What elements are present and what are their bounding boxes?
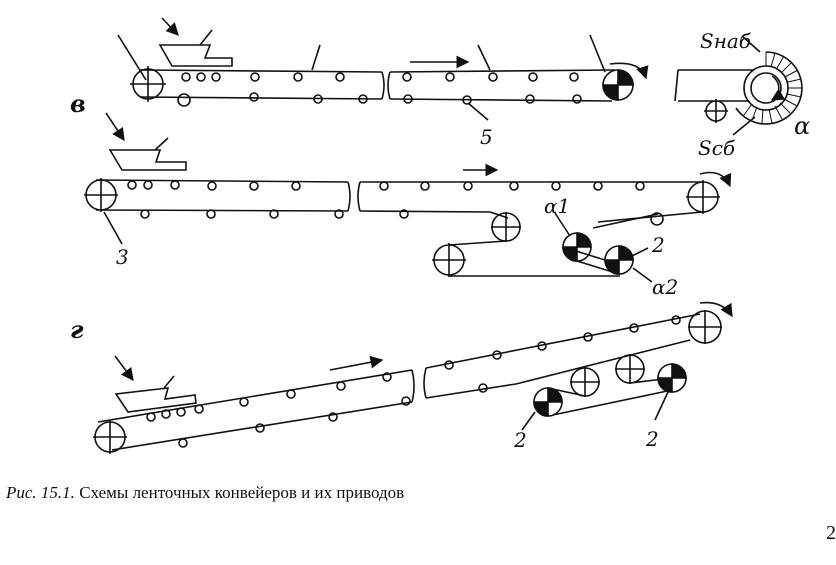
- label-s-nab: Sнаб: [700, 29, 752, 53]
- label-alpha2: α2: [652, 275, 678, 299]
- conveyor-middle: [84, 112, 732, 283]
- caption-prefix: Рис. 15.1.: [6, 483, 75, 502]
- label-alpha1: α1: [544, 194, 570, 218]
- conveyor-bottom: [93, 301, 733, 454]
- conveyor-top: [117, 17, 649, 121]
- drive-pulley-top: [602, 69, 634, 101]
- wrap-angle-detail: [674, 35, 803, 136]
- idlers-middle: [127, 180, 645, 219]
- label-alpha: α: [794, 112, 810, 140]
- figure-caption: Рис. 15.1. Схемы ленточных конвейеров и …: [6, 483, 404, 503]
- hopper-middle: [108, 149, 187, 171]
- label-s-sb: Sсб: [698, 136, 736, 160]
- label-number-3: 3: [116, 245, 129, 269]
- label-number-2-middle: 2: [651, 233, 665, 257]
- label-section-g: г: [70, 315, 84, 344]
- label-number-5: 5: [480, 125, 493, 149]
- idlers-top-upper: [181, 72, 582, 105]
- label-number-2-bottom-left: 2: [513, 428, 527, 452]
- label-number-2-bottom-right: 2: [645, 427, 659, 451]
- hopper: [158, 44, 233, 67]
- page-number: 2: [826, 522, 836, 544]
- hopper-bottom: [114, 387, 197, 413]
- caption-text: Схемы ленточных конвейеров и их приводов: [79, 483, 405, 502]
- label-section-v: в: [70, 89, 86, 118]
- idlers-bottom: [146, 315, 681, 448]
